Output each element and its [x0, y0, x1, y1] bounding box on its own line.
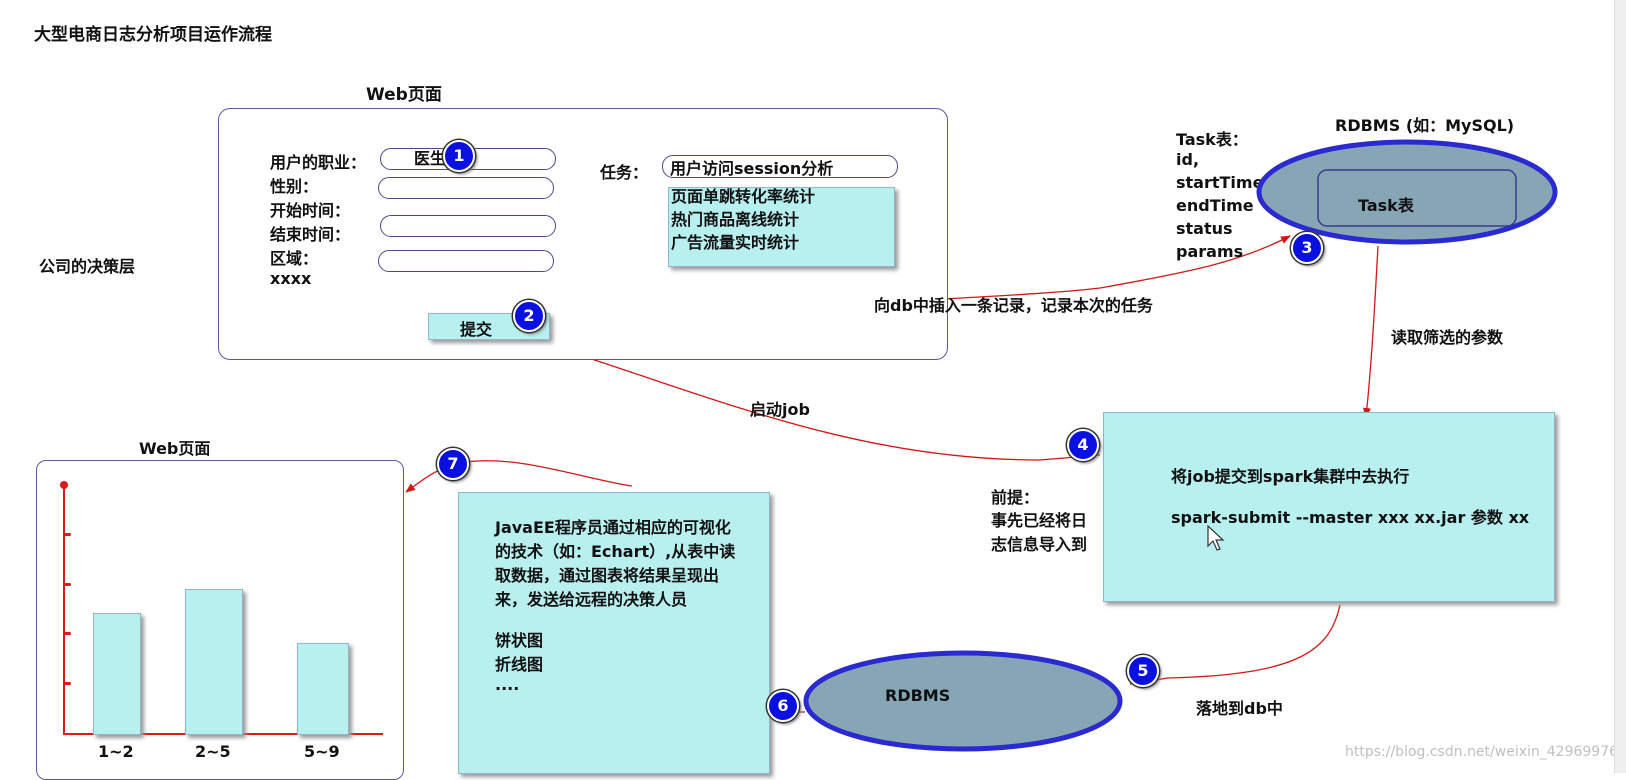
- task-option[interactable]: 页面单跳转化率统计: [671, 187, 816, 206]
- task-selected-value: 用户访问session分析: [670, 159, 834, 178]
- step-badge: 6: [767, 690, 799, 722]
- chart-y-tick: [64, 632, 71, 636]
- web-chart-heading: Web页面: [139, 439, 211, 458]
- end-time-field[interactable]: [380, 215, 556, 237]
- task-dropdown-list: 页面单跳转化率统计 热门商品离线统计 广告流量实时统计: [668, 187, 895, 267]
- task-select[interactable]: 用户访问session分析: [662, 155, 898, 178]
- chart-y-tick: [64, 582, 71, 586]
- chart-x-tick-label: 5~9: [304, 742, 340, 761]
- arrow-read-params: [1362, 245, 1379, 418]
- task-field: startTime: [1176, 173, 1264, 192]
- rdbms-top-ellipse: [1256, 139, 1558, 245]
- edge-label-start-job: 启动job: [750, 400, 810, 419]
- task-field: params: [1176, 242, 1244, 261]
- page-title: 大型电商日志分析项目运作流程: [34, 25, 272, 45]
- arrow-land-db: [1129, 604, 1341, 685]
- step-badge: 7: [437, 448, 469, 480]
- task-table-label: Task表: [1358, 196, 1414, 215]
- chart-bar: [297, 643, 349, 735]
- chart-bar: [185, 588, 243, 735]
- label-gender: 性别：: [270, 177, 319, 196]
- occupation-value: 医生: [414, 149, 447, 168]
- decision-layer-label: 公司的决策层: [39, 257, 136, 276]
- bar-chart: 1~2 2~5 5~9: [36, 460, 402, 778]
- javaee-box: JavaEE程序员通过相应的可视化 的技术（如：Echart）,从表中读 取数据…: [458, 492, 770, 774]
- task-field: endTime: [1176, 196, 1254, 215]
- label-region: 区域：: [270, 249, 319, 268]
- label-xxxx: xxxx: [270, 269, 312, 288]
- chart-y-axis-cap: [60, 481, 68, 489]
- rdbms-bottom-ellipse: [803, 650, 1123, 752]
- chart-y-tick: [64, 682, 71, 686]
- task-option[interactable]: 广告流量实时统计: [671, 233, 800, 252]
- task-field: status: [1176, 219, 1233, 238]
- premise-line: 志信息导入到: [991, 535, 1088, 554]
- arrow-to-chart-page: [405, 460, 633, 493]
- step-badge: 3: [1291, 232, 1323, 264]
- chart-x-tick-label: 1~2: [98, 742, 134, 761]
- arrow-start-job: [557, 347, 1101, 461]
- task-field: id,: [1176, 150, 1200, 169]
- javaee-line: 来，发送给远程的决策人员: [495, 590, 688, 609]
- step-badge: 2: [513, 300, 545, 332]
- javaee-line: 取数据，通过图表将结果呈现出: [495, 566, 720, 585]
- chart-type-item: 折线图: [495, 655, 544, 674]
- mouse-cursor-icon: [1207, 524, 1225, 551]
- chart-type-item: 饼状图: [495, 631, 544, 650]
- rdbms-bottom-label: RDBMS: [885, 686, 951, 705]
- label-occupation: 用户的职业：: [270, 153, 367, 172]
- javaee-line: 的技术（如：Echart）,从表中读: [495, 542, 736, 561]
- gender-field[interactable]: [378, 177, 554, 199]
- chart-x-tick-label: 2~5: [195, 742, 231, 761]
- task-label: 任务：: [600, 163, 649, 182]
- rdbms-top-title: RDBMS (如：MySQL): [1335, 116, 1515, 135]
- edge-label-land: 落地到db中: [1196, 699, 1283, 718]
- chart-y-axis: [63, 484, 65, 734]
- premise-title: 前提：: [991, 488, 1040, 507]
- step-badge: 4: [1067, 429, 1099, 461]
- web-form-heading: Web页面: [366, 85, 442, 105]
- submit-label: 提交: [460, 320, 493, 339]
- edge-label-insert: 向db中插入一条记录，记录本次的任务: [874, 296, 1153, 315]
- step-badge: 5: [1127, 655, 1159, 687]
- javaee-line: JavaEE程序员通过相应的可视化: [495, 518, 731, 537]
- watermark: https://blog.csdn.net/weixin_42969976: [1345, 744, 1619, 760]
- step-badge: 1: [443, 140, 475, 172]
- spark-line-1: 将job提交到spark集群中去执行: [1171, 467, 1410, 486]
- spark-line-2: spark-submit --master xxx xx.jar 参数 xx: [1171, 508, 1530, 527]
- scrollbar[interactable]: [1614, 0, 1626, 773]
- edge-label-read-params: 读取筛选的参数: [1391, 328, 1504, 347]
- spark-submit-box: 将job提交到spark集群中去执行 spark-submit --master…: [1103, 412, 1555, 602]
- task-option[interactable]: 热门商品离线统计: [671, 210, 800, 229]
- label-end-time: 结束时间：: [270, 225, 351, 244]
- region-field[interactable]: [378, 250, 554, 272]
- premise-line: 事先已经将日: [991, 511, 1088, 530]
- task-fields-title: Task表：: [1176, 130, 1248, 149]
- chart-type-item: ....: [495, 675, 520, 694]
- chart-y-tick: [64, 532, 71, 536]
- chart-bar: [93, 613, 141, 735]
- label-start-time: 开始时间：: [270, 201, 351, 220]
